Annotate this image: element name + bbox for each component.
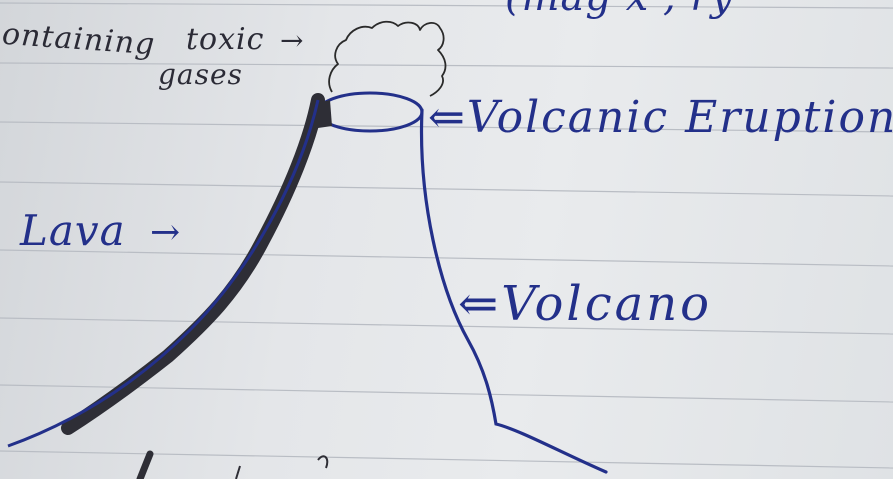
volcanic-eruption-label: ⇐Volcanic Eruption — [428, 92, 893, 143]
volcano-right-slope — [419, 108, 608, 474]
rule-line — [0, 317, 893, 335]
lava-flow — [61, 93, 325, 435]
rule-line — [0, 181, 893, 197]
toxic-gas-arrow: → — [280, 24, 305, 57]
rule-line — [0, 2, 893, 9]
lava-label: Lava — [20, 206, 126, 255]
lava-top-blob — [314, 100, 332, 128]
rule-line — [0, 121, 893, 133]
toxic-gas-label-gases: gases — [158, 58, 243, 91]
rule-line — [0, 384, 893, 403]
rule-line — [0, 450, 893, 469]
volcano-crater — [316, 91, 424, 133]
volcano-label: ⇐Volcano — [458, 276, 713, 332]
toxic-gas-label-toxic: toxic — [186, 22, 265, 57]
rule-line — [0, 249, 893, 267]
lava-arrow: → — [150, 212, 182, 253]
toxic-gas-cloud — [328, 20, 447, 97]
ruled-lines — [0, 2, 893, 469]
bottom-fragment-mark — [136, 450, 154, 479]
rule-line — [0, 62, 893, 69]
volcano-left-slope — [7, 99, 320, 448]
bottom-fragment-mark — [235, 455, 329, 479]
top-text-fragment: (mag x , ry — [505, 0, 734, 20]
